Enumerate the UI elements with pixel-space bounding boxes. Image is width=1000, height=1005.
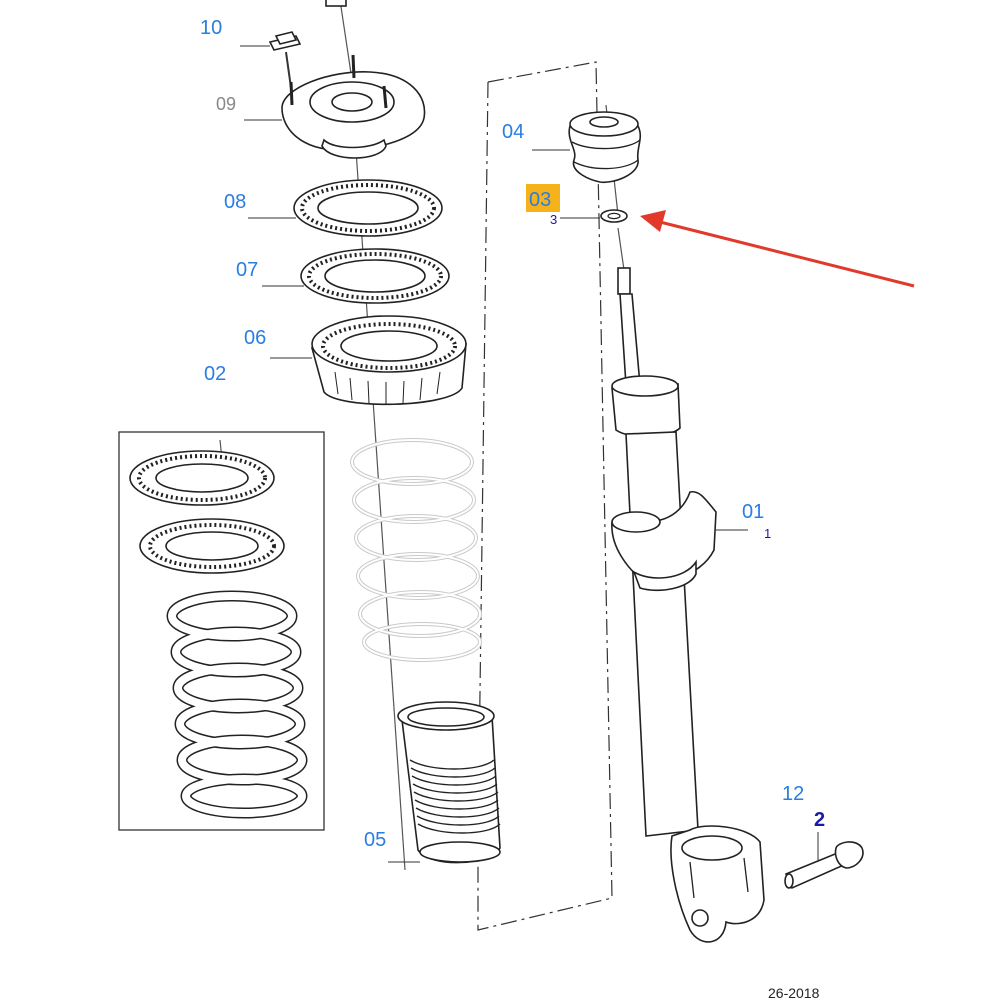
callout-10: 10: [200, 17, 222, 39]
part-09-top-mount: [281, 54, 426, 159]
assembly-dashed-outline: [477, 61, 613, 931]
red-pointer-arrow: [640, 210, 915, 288]
part-07-insulator: [300, 248, 450, 304]
part-05-dust-boot: [397, 701, 501, 864]
tick-mark-3: 3: [550, 212, 557, 227]
callout-03: 03: [529, 189, 551, 211]
leader-lines: [240, 45, 819, 863]
highlight-03-background: [526, 184, 560, 212]
ghost-coil-spring: [350, 438, 482, 662]
part-03-washer: [600, 209, 628, 223]
part-02-kit-plate-top: [129, 450, 275, 506]
callout-12: 12: [782, 783, 804, 805]
part-01-strut: [611, 267, 765, 943]
part-12-bolt: [784, 841, 864, 890]
callout-06: 06: [244, 327, 266, 349]
part-10-nut: [268, 31, 302, 96]
callout-05: 05: [364, 829, 386, 851]
part-02-kit-plate-bottom: [139, 518, 285, 574]
part-06-spring-seat: [310, 315, 467, 406]
tick-mark-1: 1: [764, 526, 771, 541]
part-02-kit-coil-spring: [166, 590, 308, 819]
part-04-bump-stop: [568, 111, 642, 184]
callout-07: 07: [236, 259, 258, 281]
callout-02: 02: [204, 363, 226, 385]
part-08-bearing: [293, 179, 443, 237]
callout-04: 04: [502, 121, 524, 143]
callout-2-dark: 2: [814, 809, 825, 831]
spring-kit-box: [118, 431, 325, 831]
top-stud: [325, 0, 347, 7]
callout-09: 09: [216, 94, 236, 114]
callout-08: 08: [224, 191, 246, 213]
footer-code: 26-2018: [768, 985, 820, 1000]
callout-01: 01: [742, 501, 764, 523]
